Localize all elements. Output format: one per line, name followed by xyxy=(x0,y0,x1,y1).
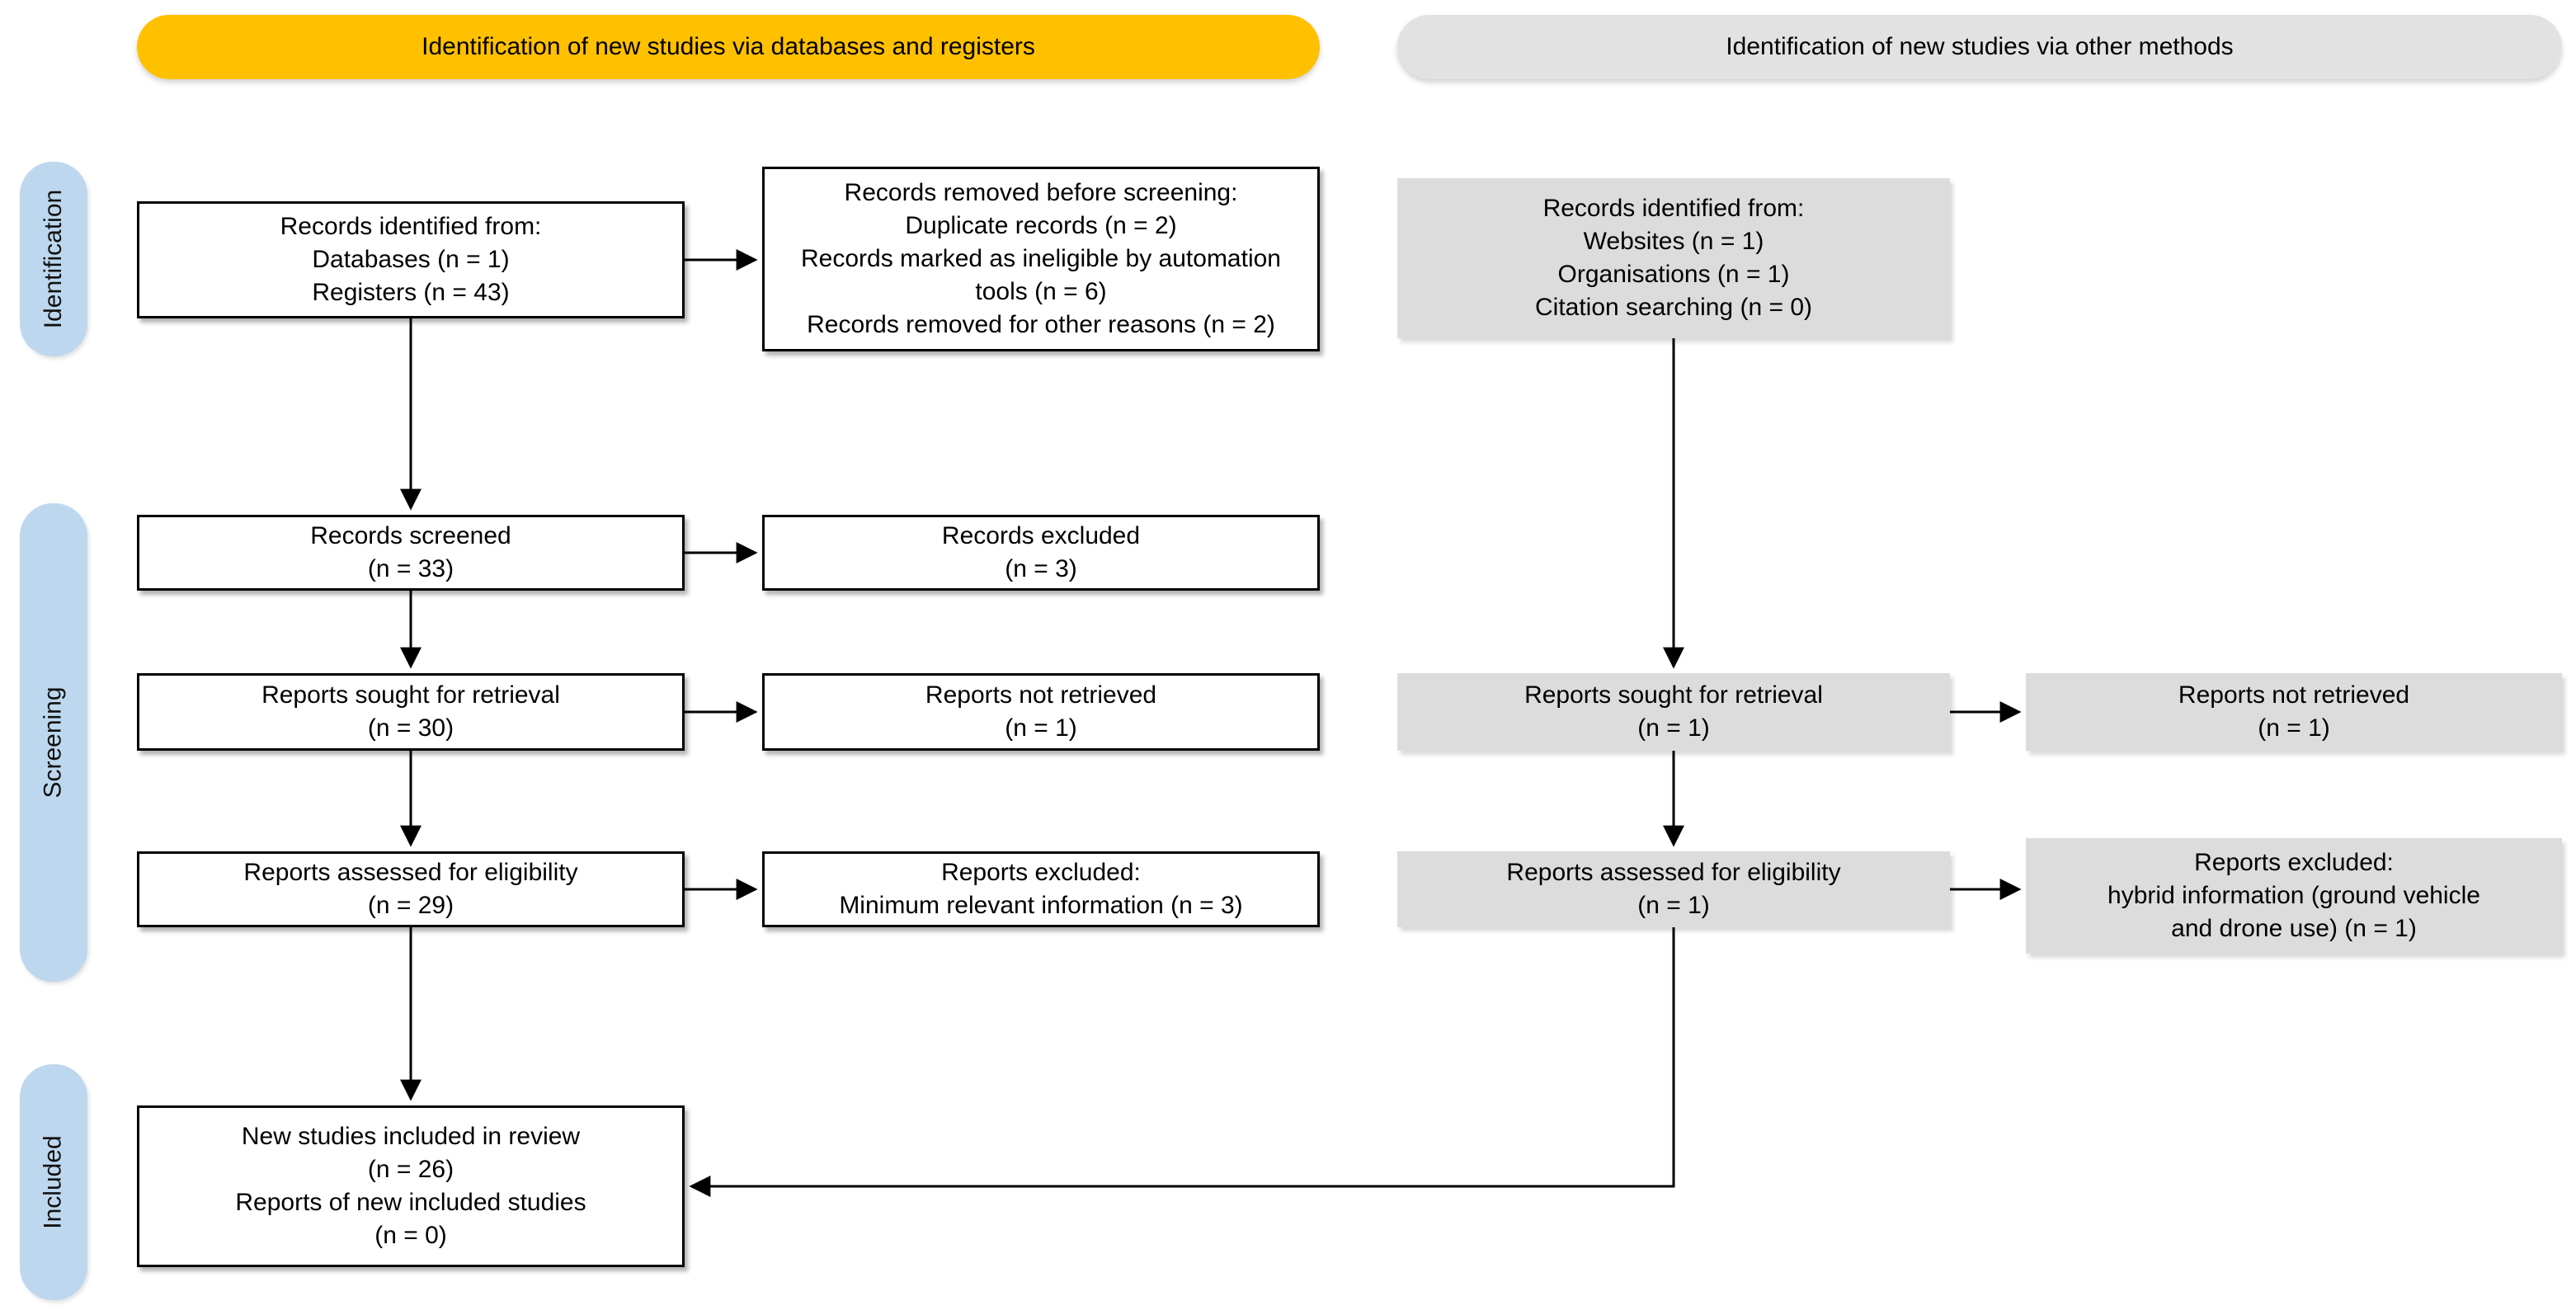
box-records-removed-before-screening: Records removed before screening: Duplic… xyxy=(762,167,1320,351)
box-om-reports-sought: Reports sought for retrieval (n = 1) xyxy=(1397,673,1950,751)
box-records-identified-databases-text: Records identified from: Databases (n = … xyxy=(280,213,542,306)
stage-label-included: Included xyxy=(20,1064,87,1300)
box-om-reports-sought-text: Reports sought for retrieval (n = 1) xyxy=(1524,681,1823,742)
stage-label-identification: Identification xyxy=(20,162,87,356)
box-reports-assessed-text: Reports assessed for eligibility (n = 29… xyxy=(243,859,578,919)
box-records-screened: Records screened (n = 33) xyxy=(137,515,685,591)
header-databases-registers-label: Identification of new studies via databa… xyxy=(421,33,1035,60)
box-om-records-identified: Records identified from: Websites (n = 1… xyxy=(1397,178,1950,338)
stage-label-identification-text: Identification xyxy=(40,189,68,329)
header-databases-registers: Identification of new studies via databa… xyxy=(137,15,1320,79)
box-om-reports-excluded-text: Reports excluded: hybrid information (gr… xyxy=(2107,849,2480,942)
stage-label-screening-text: Screening xyxy=(40,686,67,799)
header-other-methods: Identification of new studies via other … xyxy=(1397,15,2562,79)
box-om-reports-assessed-text: Reports assessed for eligibility (n = 1) xyxy=(1506,859,1841,919)
box-reports-excluded: Reports excluded: Minimum relevant infor… xyxy=(762,851,1320,927)
stage-label-screening: Screening xyxy=(20,503,87,982)
box-om-records-identified-text: Records identified from: Websites (n = 1… xyxy=(1534,195,1812,321)
box-reports-assessed: Reports assessed for eligibility (n = 29… xyxy=(137,851,685,927)
box-om-reports-assessed: Reports assessed for eligibility (n = 1) xyxy=(1397,851,1950,927)
box-records-excluded-text: Records excluded (n = 3) xyxy=(941,522,1141,582)
box-records-identified-databases: Records identified from: Databases (n = … xyxy=(137,201,685,318)
box-om-reports-excluded: Reports excluded: hybrid information (gr… xyxy=(2026,838,2562,954)
box-reports-not-retrieved-text: Reports not retrieved (n = 1) xyxy=(925,681,1157,742)
box-new-studies-included: New studies included in review (n = 26) … xyxy=(137,1105,685,1267)
box-records-screened-text: Records screened (n = 33) xyxy=(310,522,511,582)
box-om-reports-not-retrieved-text: Reports not retrieved (n = 1) xyxy=(2178,681,2410,742)
arrow-om-assessed-to-included xyxy=(689,927,1675,1197)
box-new-studies-included-text: New studies included in review (n = 26) … xyxy=(235,1123,586,1249)
header-other-methods-label: Identification of new studies via other … xyxy=(1726,33,2234,60)
box-reports-not-retrieved: Reports not retrieved (n = 1) xyxy=(762,673,1320,751)
box-reports-sought-text: Reports sought for retrieval (n = 30) xyxy=(261,681,560,742)
box-om-reports-not-retrieved: Reports not retrieved (n = 1) xyxy=(2026,673,2562,751)
box-reports-excluded-text: Reports excluded: Minimum relevant infor… xyxy=(839,859,1243,919)
box-reports-sought: Reports sought for retrieval (n = 30) xyxy=(137,673,685,751)
box-records-removed-before-screening-text: Records removed before screening: Duplic… xyxy=(801,179,1281,338)
box-records-excluded: Records excluded (n = 3) xyxy=(762,515,1320,591)
stage-label-included-text: Included xyxy=(40,1135,67,1229)
